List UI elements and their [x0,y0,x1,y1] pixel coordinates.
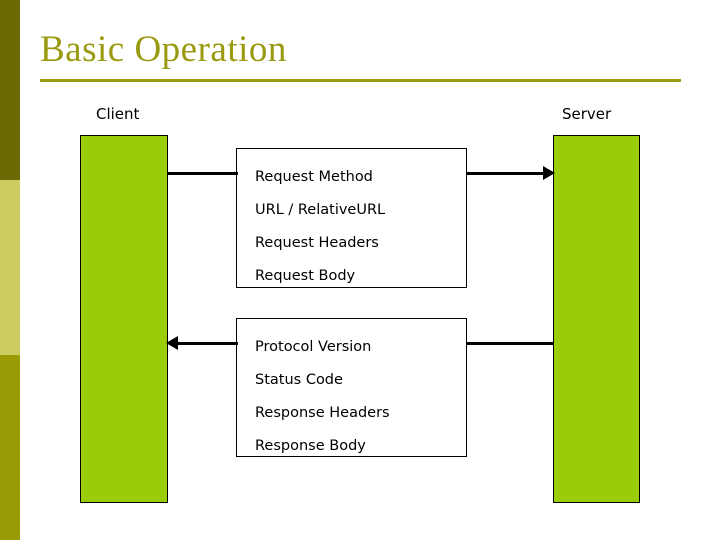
sidebar-strip-top [0,0,20,180]
sidebar-strip-middle [0,180,20,355]
request-connector-to-server [466,172,546,175]
request-line-url: URL / RelativeURL [255,202,386,218]
response-line-headers: Response Headers [255,405,390,421]
request-arrow-right-icon [543,166,555,180]
request-line-method: Request Method [255,169,373,185]
title-underline-rule [40,79,681,82]
request-connector-from-client [167,172,238,175]
response-arrow-left-icon [166,336,178,350]
response-connector-from-server [466,342,554,345]
request-message-box: Request Method URL / RelativeURL Request… [236,148,467,288]
response-connector-to-client [175,342,238,345]
response-line-status-code: Status Code [255,372,343,388]
request-line-headers: Request Headers [255,235,379,251]
client-label: Client [96,105,140,123]
sidebar-strip-bottom [0,355,20,540]
server-lifeline-bar [553,135,640,503]
server-label: Server [562,105,612,123]
response-line-protocol-version: Protocol Version [255,339,372,355]
request-line-body: Request Body [255,268,356,284]
response-message-box: Protocol Version Status Code Response He… [236,318,467,457]
page-title: Basic Operation [40,29,287,70]
client-lifeline-bar [80,135,168,503]
response-line-body: Response Body [255,438,366,454]
